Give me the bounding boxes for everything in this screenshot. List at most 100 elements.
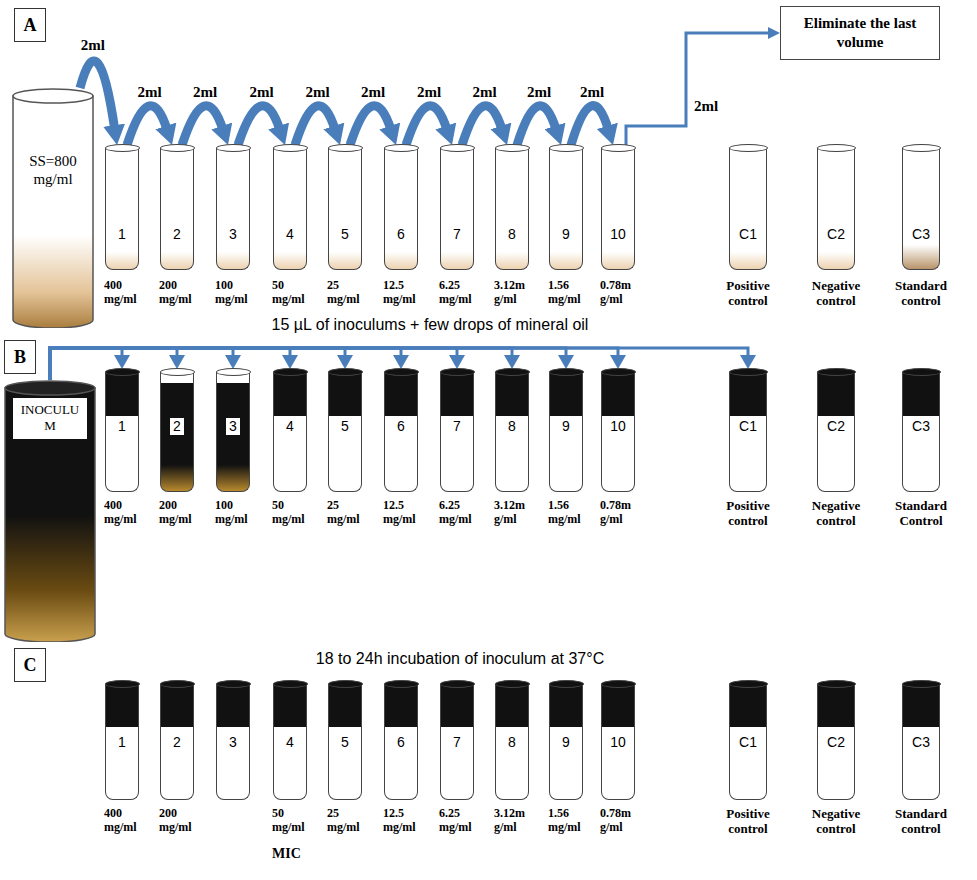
tube-number: 2	[170, 734, 184, 751]
tube-number: 10	[607, 734, 629, 751]
tube-number: C3	[909, 418, 933, 435]
step-caption: 15 µL of inoculums + few drops of minera…	[150, 316, 710, 334]
test-tube: C3	[902, 684, 940, 800]
control-label: Negative control	[798, 498, 874, 528]
tube-number: 8	[505, 226, 519, 243]
panel-letter: A	[24, 15, 37, 36]
test-tube: C1	[729, 372, 767, 492]
test-tube: 9	[549, 684, 583, 800]
transfer-arrow	[238, 106, 280, 145]
volume-label: 2ml	[415, 84, 443, 101]
test-tube: 8	[495, 148, 529, 270]
cylinder-rim	[5, 381, 95, 395]
inoculum-cylinder: INOCULU M	[4, 380, 96, 642]
test-tube: 1	[105, 148, 139, 270]
test-tube: 6	[384, 372, 418, 492]
concentration-label: 400 mg/ml	[104, 806, 150, 834]
transfer-arrow	[462, 106, 502, 145]
test-tube: 4	[273, 148, 307, 270]
tube-number: C2	[824, 226, 848, 243]
mic-label: MIC	[272, 846, 318, 862]
test-tube: 9	[549, 372, 583, 492]
volume-label: 2ml	[247, 84, 275, 101]
concentration-label: 100 mg/ml	[215, 498, 261, 526]
cylinder-rim	[13, 89, 93, 103]
tube-number: 1	[115, 226, 129, 243]
tube-number: C1	[736, 734, 760, 751]
test-tube: 7	[440, 148, 474, 270]
cylinder-body	[13, 96, 93, 328]
tube-number: 7	[450, 734, 464, 751]
panel-letter-box: B	[4, 340, 36, 374]
control-label: Negative control	[798, 278, 874, 308]
test-tube: C2	[817, 684, 855, 800]
test-tube: 8	[495, 684, 529, 800]
concentration-label: 0.78m g/ml	[600, 278, 646, 306]
concentration-label: 25 mg/ml	[327, 278, 373, 306]
test-tube: 6	[384, 148, 418, 270]
tube-number: C3	[909, 226, 933, 243]
volume-label: 2ml	[359, 84, 387, 101]
tube-number: 5	[338, 418, 352, 435]
test-tube: 3	[216, 148, 250, 270]
test-tube: 10	[601, 148, 635, 270]
tube-number: C1	[736, 418, 760, 435]
volume-label: 2ml	[470, 84, 498, 101]
concentration-label: 3.12m g/ml	[494, 498, 540, 526]
concentration-label: 1.56 mg/ml	[548, 278, 594, 306]
volume-label: 2ml	[578, 84, 606, 101]
test-tube: 10	[601, 372, 635, 492]
transfer-arrow	[182, 106, 223, 145]
concentration-label: 50 mg/ml	[272, 278, 318, 306]
test-tube: 5	[328, 148, 362, 270]
test-tube: C2	[817, 372, 855, 492]
tube-number: 2	[170, 418, 184, 435]
test-tube: C1	[729, 148, 767, 270]
volume-label: 2ml	[525, 84, 553, 101]
tube-number: 10	[607, 418, 629, 435]
tube-number: 7	[450, 226, 464, 243]
tube-number: 7	[450, 418, 464, 435]
tube-number: 2	[170, 226, 184, 243]
volume-label: 2ml	[692, 98, 720, 115]
transfer-arrow	[127, 106, 167, 145]
test-tube: 6	[384, 684, 418, 800]
tube-number: 8	[505, 418, 519, 435]
test-tube: 7	[440, 684, 474, 800]
tube-number: 10	[607, 226, 629, 243]
panel-letter-box: A	[14, 8, 46, 42]
control-label: Standard control	[883, 806, 959, 836]
tube-number: 8	[505, 734, 519, 751]
transfer-arrow	[350, 106, 391, 145]
concentration-label: 12.5 mg/ml	[383, 498, 429, 526]
concentration-label: 1.56 mg/ml	[548, 806, 594, 834]
tube-number: C2	[824, 418, 848, 435]
cylinder-outline	[12, 88, 94, 328]
concentration-label: 25 mg/ml	[327, 498, 373, 526]
inoculum-label: INOCULU M	[13, 398, 87, 439]
tube-number: C2	[824, 734, 848, 751]
concentration-label: 200 mg/ml	[159, 278, 205, 306]
test-tube: 4	[273, 684, 307, 800]
tube-number: 3	[226, 226, 240, 243]
volume-label: 2ml	[135, 84, 163, 101]
stock-solution-cylinder: SS=800 mg/ml	[12, 88, 94, 328]
tube-number: 9	[559, 734, 573, 751]
concentration-label: 50 mg/ml	[272, 498, 318, 526]
control-label: Positive control	[710, 278, 786, 308]
concentration-label: 0.78m g/ml	[600, 806, 646, 834]
cylinder-body	[5, 388, 95, 642]
test-tube: 1	[105, 684, 139, 800]
test-tube: 4	[273, 372, 307, 492]
test-tube: 2	[160, 372, 194, 492]
concentration-label: 50 mg/ml	[272, 806, 318, 834]
tube-number: 4	[283, 226, 297, 243]
tube-number: 5	[338, 734, 352, 751]
concentration-label: 100 mg/ml	[215, 278, 261, 306]
panel-letter: C	[24, 655, 37, 676]
transfer-arrow	[295, 106, 335, 145]
test-tube: 3	[216, 372, 250, 492]
concentration-label: 400 mg/ml	[104, 498, 150, 526]
discard-arrow	[626, 33, 770, 145]
